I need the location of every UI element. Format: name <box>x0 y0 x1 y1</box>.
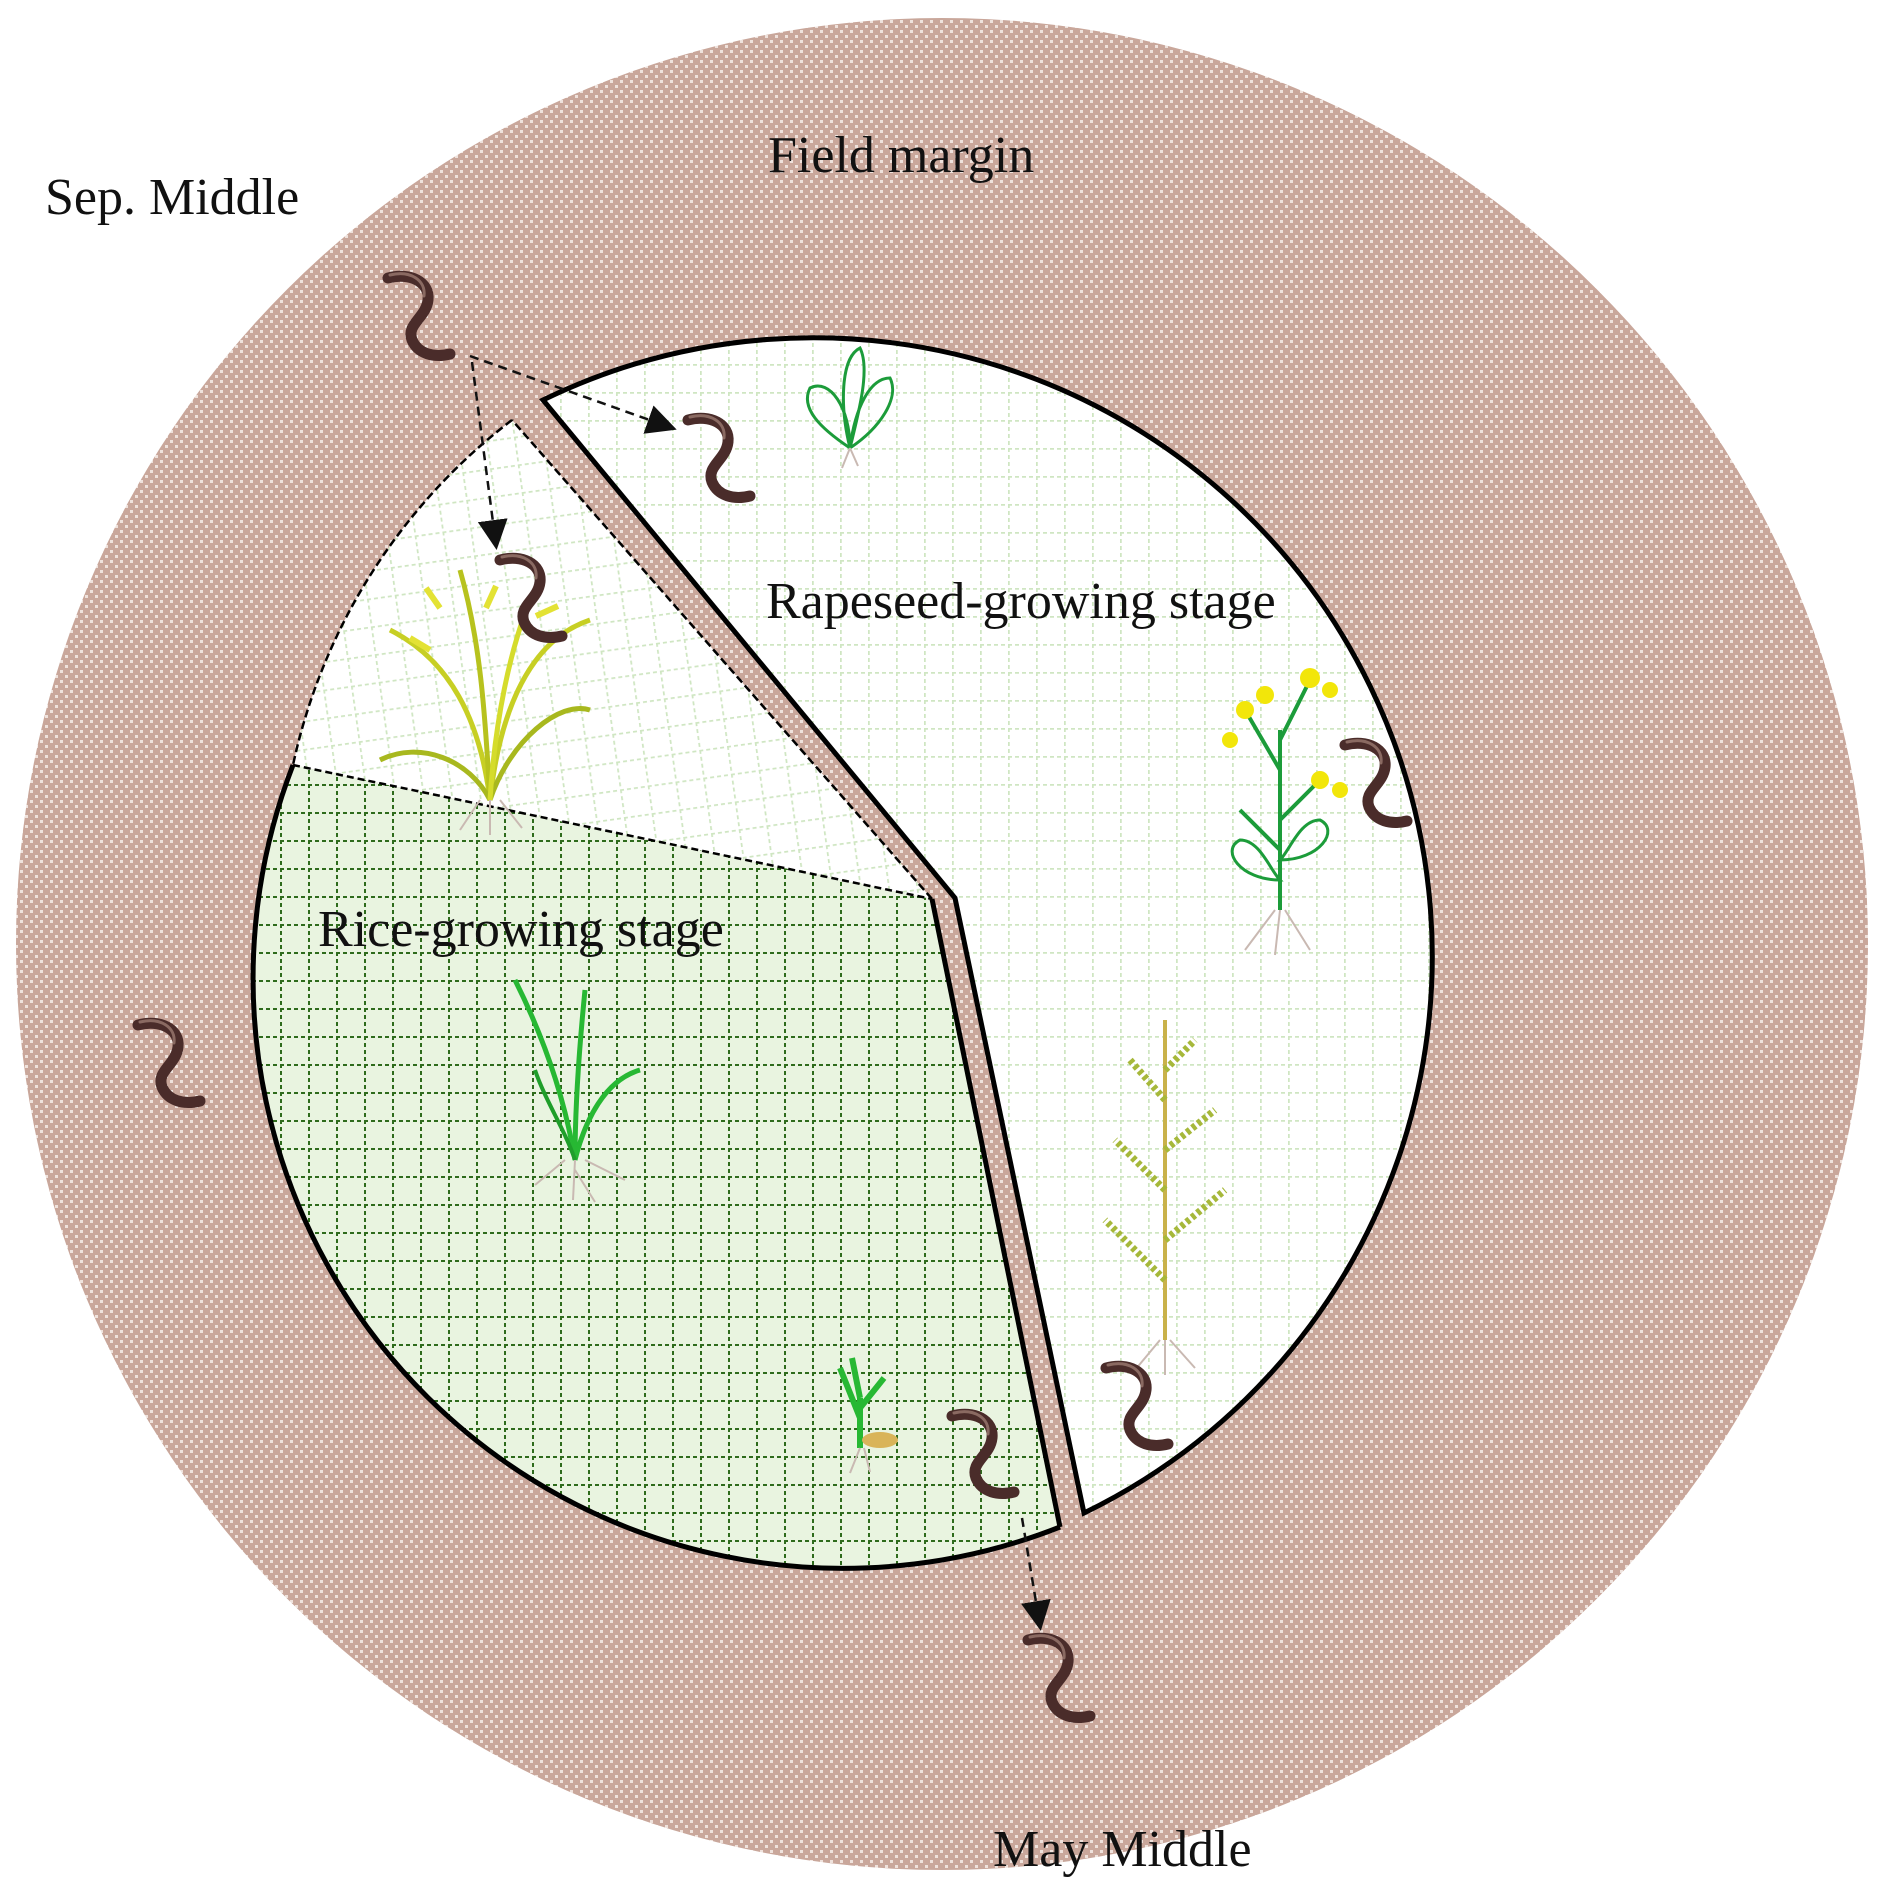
rice-sector-dashed-arc <box>291 419 513 766</box>
rapeseed-seedling-icon <box>805 345 895 469</box>
rapeseed-stage-sector <box>539 335 1435 1517</box>
migration-arrow <box>470 361 508 550</box>
rice-sector-arc <box>250 764 1061 1571</box>
rice-stage-label: Rice-growing stage <box>318 901 724 958</box>
sep-middle-label: Sep. Middle <box>45 169 299 226</box>
rapeseed-stage-label: Rapeseed-growing stage <box>766 573 1276 630</box>
seedling-icon <box>837 1357 898 1474</box>
stage-divider-line <box>292 763 933 901</box>
rapeseed-plant-icon <box>1222 668 1348 956</box>
fallow-plant-icon <box>1102 1020 1228 1375</box>
migration-arrow <box>469 354 677 434</box>
migration-arrow <box>1020 1517 1051 1631</box>
may-middle-label: May Middle <box>993 1821 1252 1878</box>
field-margin-label: Field margin <box>768 127 1034 184</box>
rice-sector-edge <box>929 898 1063 1528</box>
rice-seedling-icon <box>512 978 641 1203</box>
rice-mature-subsector <box>293 420 932 899</box>
rice-stage-sector <box>253 765 1060 1569</box>
rice-sector-dashed-edge <box>511 419 933 900</box>
